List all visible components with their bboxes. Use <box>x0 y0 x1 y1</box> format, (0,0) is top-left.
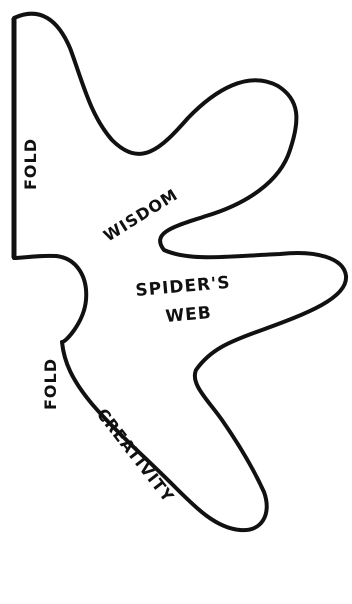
spiders-web-label-line2: WEB <box>165 303 213 327</box>
wisdom-label: WISDOM <box>100 185 181 246</box>
spiders-web-label-line1: SPIDER'S <box>135 273 232 301</box>
fold-top-label: FOLD <box>21 138 40 190</box>
creativity-label: CREATIVITY <box>93 405 178 506</box>
template-outline <box>14 14 346 530</box>
fold-bottom-label: FOLD <box>41 358 60 410</box>
